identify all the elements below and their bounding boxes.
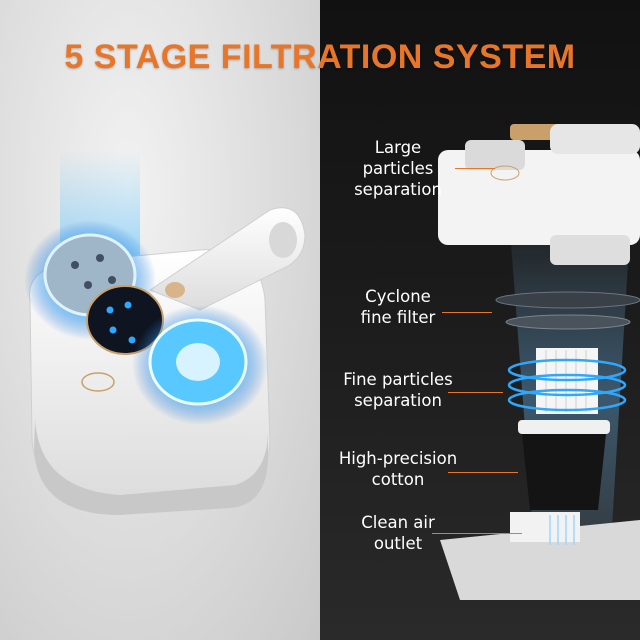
stage-label-cyclone: Cyclone fine filter [318, 286, 478, 328]
stage-label-line: Clean air [361, 513, 435, 532]
stage-label-large-particles: Large particles separation [318, 137, 478, 200]
stage-leader-line [432, 533, 522, 534]
stage-label-line: outlet [373, 534, 423, 553]
stage-label-line: separation [354, 391, 442, 410]
stage-label-line: particles [362, 159, 434, 178]
stage-label-line: separation [354, 180, 442, 199]
exploded-view-panel [320, 0, 640, 640]
stage-label-line: Cyclone [365, 287, 431, 306]
vacuum-device-illustration [24, 150, 306, 515]
stage-label-cotton: High-precision cotton [318, 448, 478, 490]
filter-stack-illustration [438, 124, 640, 600]
stage-label-outlet: Clean air outlet [318, 512, 478, 554]
stage-leader-line [448, 472, 518, 473]
stage-label-line: Fine particles [343, 370, 453, 389]
device-power-icon [106, 306, 114, 314]
stage-leader-line [448, 392, 503, 393]
stage-label-line: fine filter [360, 308, 436, 327]
stage-label-line: cotton [371, 470, 425, 489]
product-photo-panel [0, 0, 320, 640]
stage-leader-line [455, 168, 495, 169]
stage-leader-line [442, 312, 492, 313]
stage-label-line: High-precision [338, 449, 458, 468]
stage-label-line: Large [374, 138, 422, 157]
page-title: 5 STAGE FILTRATION SYSTEM [64, 38, 576, 76]
stage-label-fine-particles: Fine particles separation [318, 369, 478, 411]
